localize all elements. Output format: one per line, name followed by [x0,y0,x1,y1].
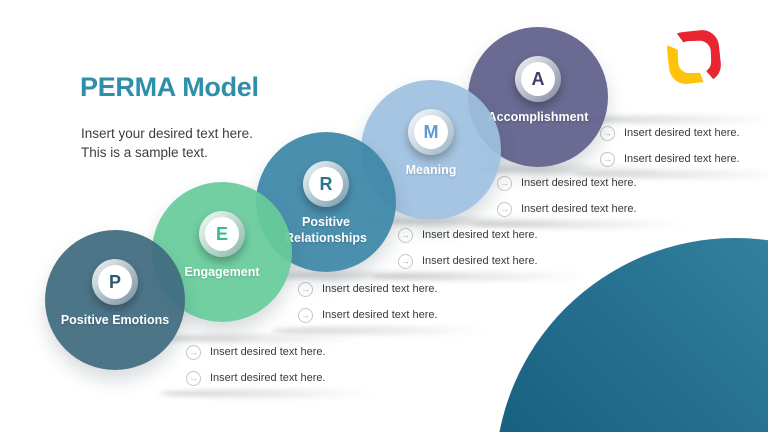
bullet-group-engagement: → Insert desired text here. → Insert des… [273,276,528,328]
arrow-circle-icon: → [298,281,313,297]
letter-badge-a: A [515,56,561,102]
slide-title: PERMA Model [80,72,259,102]
bullet-row: → Insert desired text here. [373,248,628,274]
step-letter-a: A [521,62,555,96]
subtitle-line-2: This is a sample text. [81,145,208,161]
perma-circle-positive-emotions: P Positive Emotions [45,230,185,370]
step-letter-r: R [309,167,343,201]
logo-hole [676,40,712,74]
subtitle-line-1: Insert your desired text here. [81,126,253,141]
bullet-row: → Insert desired text here. [273,302,528,328]
slide-subtitle: Insert your desired text here. This is a… [81,124,253,162]
arrow-circle-icon: → [398,227,413,243]
bullet-text: Insert desired text here. [422,255,538,267]
bullet-text: Insert desired text here. [624,153,740,165]
bullet-row: → Insert desired text here. [373,222,628,248]
bullet-text: Insert desired text here. [624,127,740,139]
bullet-group-positive-emotions: → Insert desired text here. → Insert des… [161,339,416,391]
step-label-meaning: Meaning [405,163,457,177]
bullet-row: → Insert desired text here. [472,196,727,222]
arrow-circle-icon: → [497,175,512,191]
bullet-row: → Insert desired text here. [273,276,528,302]
bullet-text: Insert desired text here. [210,346,326,358]
arrow-circle-icon: → [186,370,201,386]
letter-badge-m: M [408,109,454,155]
letter-badge-p: P [92,259,138,305]
bullet-row: → Insert desired text here. [161,365,416,391]
arrow-circle-icon: → [186,344,201,360]
arrow-circle-icon: → [398,253,413,269]
bullet-row: → Insert desired text here. [161,339,416,365]
letter-badge-e: E [199,211,245,257]
bullet-group-positive-relationships: → Insert desired text here. → Insert des… [373,222,628,274]
step-label-positive-relationships: Positive Relationships [285,215,367,245]
step-label-engagement: Engagement [184,265,260,279]
bullet-text: Insert desired text here. [322,283,438,295]
bullet-text: Insert desired text here. [210,372,326,384]
step-letter-m: M [414,115,448,149]
bullet-text: Insert desired text here. [422,229,538,241]
bullet-group-accomplishment: → Insert desired text here. → Insert des… [575,120,768,172]
arrow-circle-icon: → [298,307,313,323]
bullet-row: → Insert desired text here. [575,120,768,146]
slidemodel-logo [665,28,723,86]
letter-badge-r: R [303,161,349,207]
bullet-text: Insert desired text here. [521,177,637,189]
step-letter-p: P [98,265,132,299]
bullet-row: → Insert desired text here. [472,170,727,196]
step-label-positive-emotions: Positive Emotions [60,313,170,327]
step-letter-e: E [205,217,239,251]
bullet-text: Insert desired text here. [322,309,438,321]
arrow-circle-icon: → [600,125,615,141]
step-label-accomplishment: Accomplishment [487,110,589,124]
perma-circle-engagement: E Engagement [152,182,292,322]
bullet-group-meaning: → Insert desired text here. → Insert des… [472,170,727,222]
bullet-text: Insert desired text here. [521,203,637,215]
arrow-circle-icon: → [497,201,512,217]
